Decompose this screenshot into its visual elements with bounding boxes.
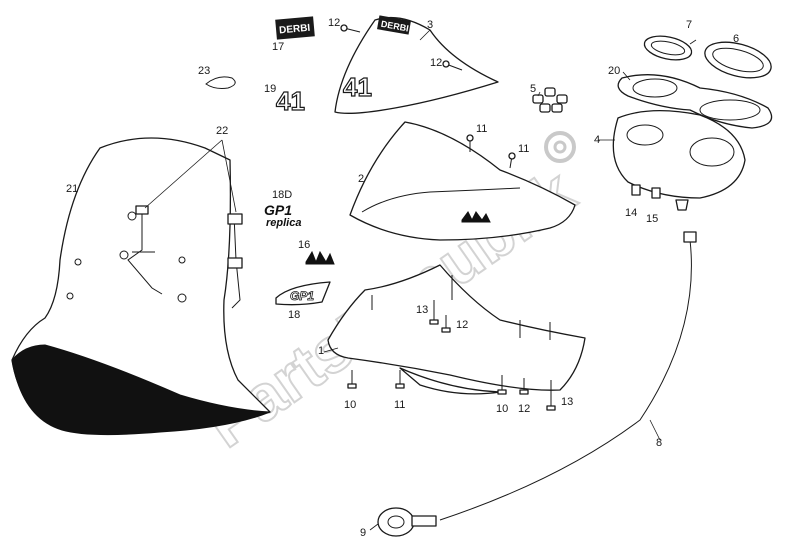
label-part-5: 5 [530, 83, 536, 95]
label-part-9: 9 [360, 527, 366, 539]
label-part-11-a: 11 [394, 399, 405, 411]
windscreen-part-21 [11, 137, 271, 436]
label-part-4: 4 [594, 134, 600, 146]
label-part-2: 2 [358, 173, 364, 185]
label-part-14: 14 [625, 207, 637, 219]
label-part-12-d: 12 [518, 403, 530, 415]
upper-cowl-part-3: DERBI 41 [334, 15, 499, 114]
label-part-13-b: 13 [561, 396, 573, 408]
bezel-part-7 [643, 35, 693, 61]
label-part-16: 16 [298, 239, 310, 251]
label-part-1: 1 [318, 345, 324, 357]
gp1-decal-line1: GP1 [264, 202, 292, 218]
gp1-replica-decal-part-18d: GP1 replica [264, 202, 301, 229]
label-part-18: 18 [288, 309, 300, 321]
derbi-decal-text: DERBI [279, 23, 311, 37]
label-part-17: 17 [272, 41, 284, 53]
label-part-23: 23 [198, 65, 210, 77]
bezel-part-6 [704, 41, 772, 79]
part-labels: 1 2 3 4 5 6 7 8 9 10 10 11 11 11 12 12 1… [66, 17, 739, 539]
label-part-21: 21 [66, 183, 78, 195]
label-part-10-a: 10 [344, 399, 356, 411]
label-part-13-a: 13 [416, 304, 428, 316]
grommets-part-5 [532, 87, 568, 113]
label-part-20: 20 [608, 65, 620, 77]
drive-part-9 [377, 507, 437, 537]
cowl-number-text: 41 [343, 72, 372, 102]
windscreen-bracket-part-22 [127, 139, 243, 309]
gasket-part-20 [617, 74, 773, 129]
lower-fairing-part-1 [327, 264, 586, 395]
fairing-part-2 [349, 121, 576, 241]
gear-watermark-icon [544, 131, 576, 163]
label-part-3: 3 [427, 19, 433, 31]
label-part-12-c: 12 [456, 319, 468, 331]
label-part-19: 19 [264, 83, 276, 95]
gp1-small-text: GP1 [290, 289, 314, 303]
leader-lines [323, 29, 697, 531]
label-part-18d: 18D [272, 189, 292, 201]
derbi-badge-text: DERBI [380, 19, 409, 34]
screws [340, 24, 556, 411]
label-part-15: 15 [646, 213, 658, 225]
speedo-cable-part-8 [439, 231, 697, 521]
kappa-decal-part-16 [305, 250, 335, 265]
number-decal-text: 41 [276, 86, 305, 116]
label-part-7: 7 [686, 19, 692, 31]
label-part-12-b: 12 [430, 57, 442, 69]
label-part-11-b: 11 [476, 123, 487, 135]
label-part-22: 22 [216, 125, 228, 137]
derbi-decal-part-17: DERBI [275, 16, 315, 40]
clip-part-23 [205, 76, 236, 89]
gp1-decal-line2: replica [266, 217, 301, 229]
label-part-11-c: 11 [518, 143, 529, 155]
number-decal-part-19: 41 [275, 85, 305, 116]
label-part-10-b: 10 [496, 403, 508, 415]
gp1-decal-part-18: GP1 [275, 281, 331, 306]
label-part-8: 8 [656, 437, 662, 449]
label-part-6: 6 [733, 33, 739, 45]
label-part-12-a: 12 [328, 17, 340, 29]
instrument-cluster-part-4 [612, 110, 746, 211]
